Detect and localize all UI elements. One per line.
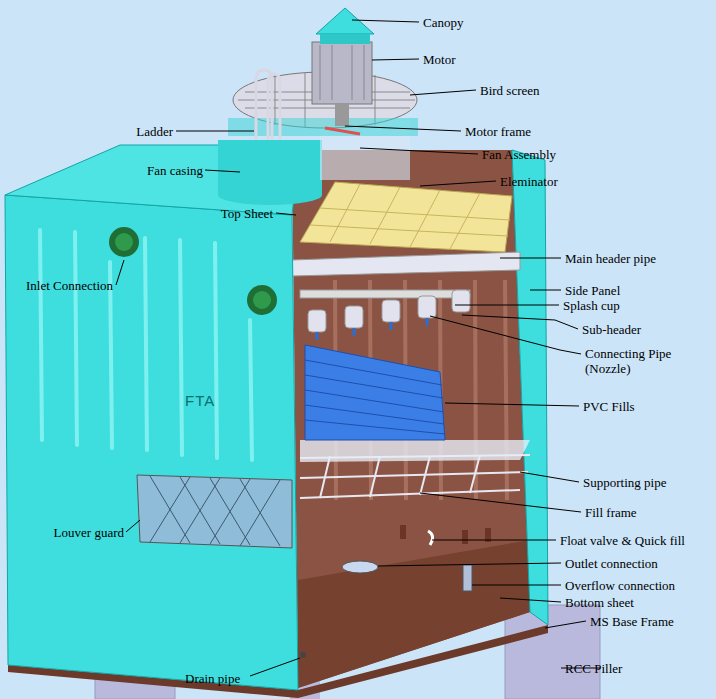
front-panel: [5, 195, 298, 690]
part-label: Side Panel: [565, 283, 620, 298]
part-label: Fan casing: [147, 163, 203, 178]
drain: [300, 652, 306, 658]
part-label: Bird screen: [480, 83, 540, 98]
part-label: MS Base Frame: [590, 614, 674, 629]
part-label: Drain pipe: [185, 671, 240, 686]
part-label: Main header pipe: [565, 251, 656, 266]
part-label: Fan Assembly: [482, 147, 556, 162]
bottom-sheet: [298, 540, 530, 688]
rcc-pillar: [505, 605, 600, 699]
interior-wall: [292, 150, 530, 688]
side-panel: [512, 150, 548, 625]
eliminator: [300, 182, 512, 252]
part-label: Outlet connection: [565, 556, 658, 571]
part-label: RCC Piller: [565, 661, 622, 676]
louver-guard: [137, 475, 292, 548]
part-label: Louver guard: [54, 525, 124, 540]
part-label: Bottom sheet: [565, 595, 634, 610]
inlet: [109, 227, 277, 315]
part-label: Splash cup: [563, 298, 620, 313]
wall-slots: [400, 525, 491, 544]
motor: [312, 42, 372, 134]
main-header: [292, 252, 520, 276]
part-label: Fill frame: [585, 505, 637, 520]
fill-frame: [300, 440, 530, 462]
brand-mark: FTA: [185, 393, 215, 408]
part-label: Ladder: [136, 124, 173, 139]
canopy: [316, 8, 374, 44]
part-label: Supporting pipe: [583, 475, 666, 490]
outlet: [342, 561, 378, 573]
part-label: Motor frame: [465, 124, 531, 139]
part-label: Overflow connection: [565, 578, 675, 593]
leader-lines: [116, 20, 600, 676]
part-label: Motor: [423, 52, 456, 67]
ladder: [256, 70, 280, 140]
part-label: Connecting Pipe (Nozzle): [585, 346, 710, 376]
panel-ribs: [40, 230, 252, 460]
part-label: Eleminator: [500, 174, 558, 189]
part-label: Float valve & Quick fill: [560, 533, 685, 548]
part-label: Sub-header: [582, 322, 641, 337]
pvc-fills: [305, 345, 445, 440]
float-valve: [428, 531, 433, 545]
part-label: Canopy: [423, 15, 463, 30]
sub-headers: [300, 290, 470, 340]
part-label: Inlet Connection: [26, 278, 113, 293]
part-label: PVC Fills: [583, 399, 635, 414]
overflow: [463, 565, 472, 591]
part-label: Top Sheet: [221, 206, 273, 221]
